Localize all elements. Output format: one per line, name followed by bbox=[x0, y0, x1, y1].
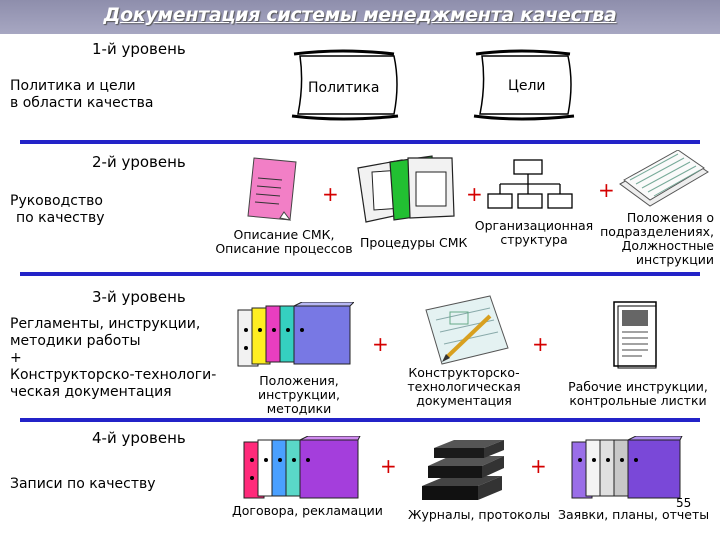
level-3-desc-line: ческая документация bbox=[10, 384, 172, 400]
level-1-description: Политика и цели в области качества bbox=[10, 78, 153, 112]
page-number: 55 bbox=[676, 496, 692, 510]
level3-regulations-line: Положения, bbox=[259, 373, 339, 388]
smk-desc-line: Описание процессов bbox=[215, 241, 353, 256]
level-3-label: 3-й уровень bbox=[92, 288, 186, 306]
binders-level4-right-icon bbox=[571, 436, 683, 499]
level-1-label: 1-й уровень bbox=[92, 40, 186, 58]
org-structure-label: Организационная структура bbox=[470, 219, 598, 247]
level3-regulations-line: инструкции, методики bbox=[257, 387, 341, 416]
manual-document-icon bbox=[247, 157, 297, 221]
procedures-label: Процедуры СМК bbox=[360, 235, 468, 250]
books-stack-icon bbox=[422, 440, 504, 500]
dept-regulations-label: Положения о подразделениях, Должностные … bbox=[600, 211, 714, 267]
divider-1 bbox=[20, 140, 700, 144]
title-bar: Документация системы менеджмента качеств… bbox=[0, 0, 720, 34]
plus-sign: + bbox=[322, 182, 339, 206]
smk-description-label: Описание СМК, Описание процессов bbox=[214, 228, 354, 256]
requests-label: Заявки, планы, отчеты bbox=[558, 507, 710, 522]
work-instruction-sheet-icon bbox=[613, 301, 657, 369]
contracts-label: Договора, рекламации bbox=[232, 503, 383, 518]
org-structure-icon bbox=[487, 159, 573, 209]
page-title: Документация системы менеджмента качеств… bbox=[103, 4, 617, 26]
drafting-tools-icon bbox=[425, 295, 509, 365]
level3-regulations-label: Положения, инструкции, методики bbox=[224, 374, 374, 416]
divider-3 bbox=[20, 418, 700, 422]
plus-sign: + bbox=[598, 178, 615, 202]
plus-sign: + bbox=[380, 454, 397, 478]
level-2-description: Руководство по качеству bbox=[10, 193, 104, 227]
level-3-desc-line: Регламенты, инструкции, bbox=[10, 316, 201, 332]
policy-scroll-icon bbox=[291, 49, 399, 121]
dept-regulations-line: Должностные bbox=[621, 238, 714, 253]
plus-sign: + bbox=[372, 332, 389, 356]
org-structure-line: структура bbox=[500, 232, 568, 247]
dept-regulations-line: инструкции bbox=[635, 252, 714, 267]
design-docs-line: документация bbox=[416, 393, 512, 408]
goals-scroll-icon bbox=[473, 49, 575, 121]
level-3-description: Регламенты, инструкции, методики работы … bbox=[10, 316, 216, 401]
level-3-desc-line: Конструкторско-технологи- bbox=[10, 367, 217, 383]
design-docs-line: Конструкторско- bbox=[408, 365, 520, 380]
paper-stack-icon bbox=[619, 150, 709, 207]
level-1-desc-line: в области качества bbox=[10, 95, 154, 111]
level-3-desc-line: + bbox=[10, 350, 22, 366]
divider-2 bbox=[20, 272, 700, 276]
policy-label: Политика bbox=[308, 80, 380, 96]
level-1-desc-line: Политика и цели bbox=[10, 78, 136, 94]
level-4-label: 4-й уровень bbox=[92, 429, 186, 447]
work-instructions-line: контрольные листки bbox=[569, 393, 707, 408]
procedures-documents-icon bbox=[357, 155, 455, 223]
design-docs-line: технологическая bbox=[407, 379, 521, 394]
work-instructions-line: Рабочие инструкции, bbox=[568, 379, 708, 394]
dept-regulations-line: подразделениях, bbox=[600, 224, 714, 239]
plus-sign: + bbox=[530, 454, 547, 478]
dept-regulations-line: Положения о bbox=[626, 210, 714, 225]
level-2-desc-line: по качеству bbox=[16, 210, 105, 226]
level-2-label: 2-й уровень bbox=[92, 153, 186, 171]
level-2-desc-line: Руководство bbox=[10, 193, 103, 209]
work-instructions-label: Рабочие инструкции, контрольные листки bbox=[562, 380, 714, 408]
smk-desc-line: Описание СМК, bbox=[233, 227, 335, 242]
binders-level4-icon bbox=[243, 436, 361, 499]
plus-sign: + bbox=[466, 182, 483, 206]
binders-level3-icon bbox=[237, 302, 354, 367]
journals-label: Журналы, протоколы bbox=[408, 507, 551, 522]
design-docs-label: Конструкторско- технологическая документ… bbox=[404, 366, 524, 408]
level-3-desc-line: методики работы bbox=[10, 333, 141, 349]
plus-sign: + bbox=[532, 332, 549, 356]
level-4-description: Записи по качеству bbox=[10, 476, 156, 492]
goals-label: Цели bbox=[508, 78, 546, 94]
org-structure-line: Организационная bbox=[474, 218, 594, 233]
